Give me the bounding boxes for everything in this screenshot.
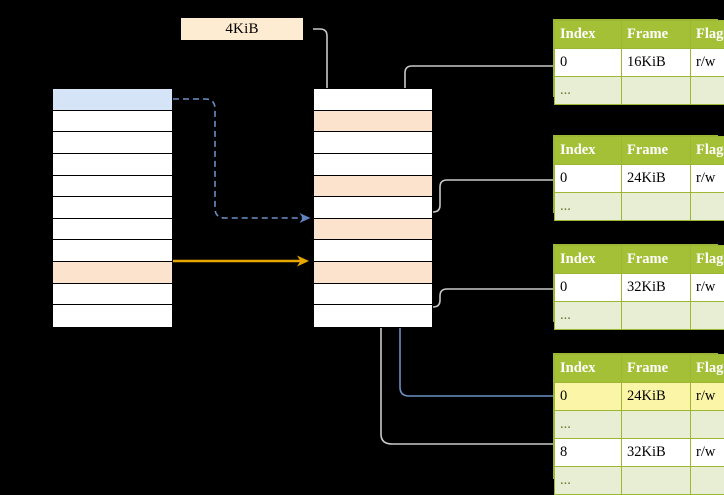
wire-pt2-to-frame <box>412 180 553 219</box>
column-header-frame: Frame <box>622 21 691 49</box>
column-header-flags: Flags <box>691 137 724 165</box>
virtual-page-row <box>53 262 172 284</box>
page-table-cell: ... <box>555 77 622 105</box>
column-header-index: Index <box>555 246 622 274</box>
page-table-cell <box>691 467 724 495</box>
page-table-header-row: IndexFrameFlags <box>555 21 724 49</box>
physical-frame-row <box>314 89 432 111</box>
page-table-cell: 32KiB <box>622 439 691 467</box>
column-header-frame: Frame <box>622 137 691 165</box>
page-table-row: ... <box>555 467 724 495</box>
page-table-cell <box>691 302 724 330</box>
page-table-cell <box>691 77 724 105</box>
page-table-2: IndexFrameFlags024KiBr/w... <box>553 135 718 213</box>
column-header-flags: Flags <box>691 21 724 49</box>
physical-frame-row <box>314 262 432 284</box>
virtual-page-row <box>53 111 172 132</box>
page-table-cell: r/w <box>691 274 724 302</box>
page-table-cell: ... <box>555 411 622 439</box>
page-table-1: IndexFrameFlags016KiBr/w... <box>553 19 718 97</box>
page-table-cell: 8 <box>555 439 622 467</box>
page-table-row: ... <box>555 77 724 105</box>
virtual-page-row <box>53 240 172 262</box>
page-table-cell: 24KiB <box>622 383 691 411</box>
virtual-page-row <box>53 219 172 240</box>
page-table-cell <box>691 193 724 221</box>
page-table-cell: 0 <box>555 165 622 193</box>
page-table-cell: ... <box>555 193 622 221</box>
physical-frame-row <box>314 305 432 327</box>
column-header-frame: Frame <box>622 355 691 383</box>
page-table-row: ... <box>555 302 724 330</box>
column-header-index: Index <box>555 355 622 383</box>
column-header-flags: Flags <box>691 246 724 274</box>
virtual-page-row <box>53 197 172 219</box>
column-header-frame: Frame <box>622 246 691 274</box>
physical-frame-row <box>314 132 432 154</box>
virtual-page-row <box>53 284 172 305</box>
diagram-canvas: 4KiB IndexFrameFlags016KiBr/w... IndexFr… <box>0 0 724 482</box>
page-table-cell: ... <box>555 302 622 330</box>
page-table-row: ... <box>555 411 724 439</box>
page-table-cell: 24KiB <box>622 165 691 193</box>
physical-address-space-column <box>313 88 433 328</box>
page-table-cell: r/w <box>691 383 724 411</box>
physical-frame-row <box>314 176 432 197</box>
virtual-page-row <box>53 176 172 197</box>
wire-virtual-blue-to-physical <box>173 99 305 218</box>
virtual-page-row <box>53 154 172 176</box>
page-table-cell: r/w <box>691 49 724 77</box>
column-header-index: Index <box>555 21 622 49</box>
page-table-cell: 0 <box>555 274 622 302</box>
column-header-index: Index <box>555 137 622 165</box>
physical-frame-row <box>314 219 432 240</box>
physical-frame-row <box>314 111 432 132</box>
size-label-4kib: 4KiB <box>181 18 303 40</box>
page-table-header-row: IndexFrameFlags <box>555 246 724 274</box>
physical-frame-row <box>314 197 432 219</box>
page-table-cell <box>691 411 724 439</box>
page-table-cell: 16KiB <box>622 49 691 77</box>
page-table-3: IndexFrameFlags032KiBr/w... <box>553 244 718 322</box>
page-table-cell <box>622 193 691 221</box>
page-table-cell <box>622 411 691 439</box>
page-table-cell <box>622 77 691 105</box>
page-table-cell: ... <box>555 467 622 495</box>
virtual-page-row <box>53 89 172 111</box>
physical-frame-row <box>314 240 432 262</box>
page-table-cell: r/w <box>691 439 724 467</box>
size-label-text: 4KiB <box>225 21 258 38</box>
page-table-cell <box>622 302 691 330</box>
page-table-cell <box>622 467 691 495</box>
physical-frame-row <box>314 154 432 176</box>
physical-frame-row <box>314 284 432 305</box>
page-table-row: ... <box>555 193 724 221</box>
virtual-address-space-column <box>52 88 173 328</box>
column-header-flags: Flags <box>691 355 724 383</box>
page-table-header-row: IndexFrameFlags <box>555 137 724 165</box>
virtual-page-row <box>53 132 172 154</box>
page-table-cell: 0 <box>555 49 622 77</box>
page-table-header-row: IndexFrameFlags <box>555 355 724 383</box>
virtual-page-row <box>53 305 172 327</box>
page-table-cell: 0 <box>555 383 622 411</box>
page-table-cell: r/w <box>691 165 724 193</box>
page-table-4: IndexFrameFlags024KiBr/w...832KiBr/w... <box>553 353 718 479</box>
page-table-cell: 32KiB <box>622 274 691 302</box>
